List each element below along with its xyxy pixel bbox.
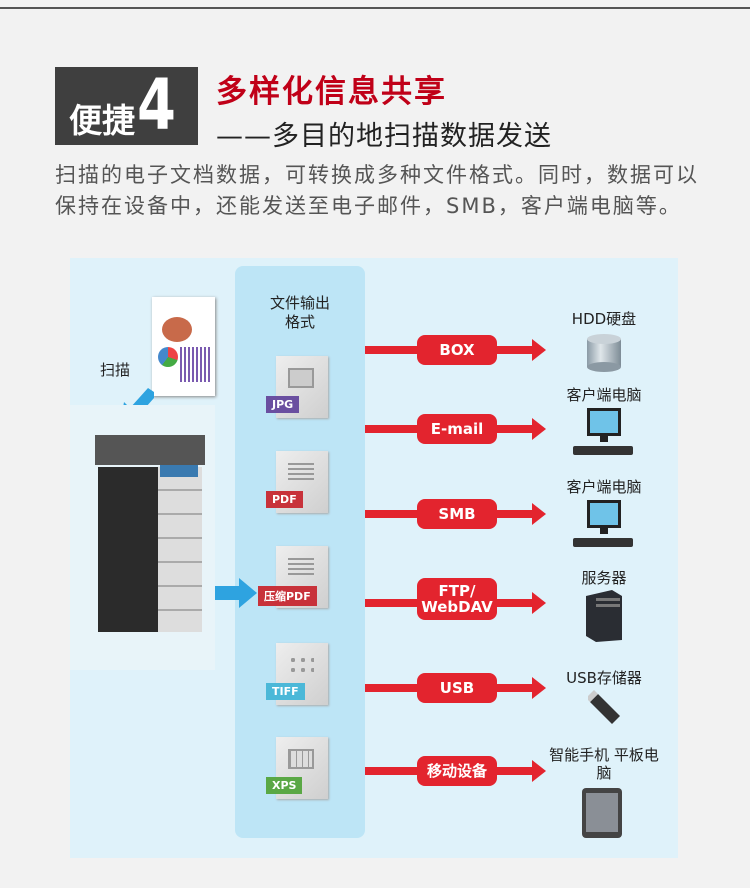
route-label: E-mail	[417, 414, 497, 444]
scanned-document-image	[152, 297, 215, 396]
format-tag: 压缩PDF	[258, 586, 317, 606]
format-pdf: PDF	[266, 451, 328, 513]
output-arrow-icon	[215, 578, 257, 608]
badge-number: 4	[137, 64, 176, 146]
format-tiff: TIFF	[266, 643, 328, 705]
copier-image	[70, 405, 215, 670]
computer-icon	[573, 408, 633, 455]
format-tag: TIFF	[266, 683, 305, 700]
tablet-icon	[582, 788, 622, 838]
route-ftp: FTP/ WebDAV	[365, 578, 546, 620]
route-mobile: 移动设备	[365, 756, 546, 786]
scan-label: 扫描	[100, 361, 131, 379]
format-tag: XPS	[266, 777, 303, 794]
dest-client-pc-2: 客户端电脑	[566, 478, 642, 496]
computer-icon	[573, 500, 633, 547]
dest-hdd: HDD硬盘	[571, 310, 637, 328]
text-lines-icon	[288, 558, 314, 578]
text-lines-icon	[288, 463, 314, 483]
route-label: SMB	[417, 499, 497, 529]
format-tag: PDF	[266, 491, 303, 508]
dest-server: 服务器	[581, 569, 627, 587]
route-label: FTP/ WebDAV	[417, 578, 497, 620]
route-label: 移动设备	[417, 756, 497, 786]
format-tag: JPG	[266, 396, 300, 413]
grid-icon	[288, 749, 314, 769]
format-compressed-pdf: 压缩PDF	[258, 546, 328, 608]
dest-client-pc-1: 客户端电脑	[566, 386, 642, 404]
route-usb: USB	[365, 673, 546, 703]
description: 扫描的电子文档数据，可转换成多种文件格式。同时，数据可以保持在设备中，还能发送至…	[55, 163, 699, 218]
hdd-icon	[587, 334, 621, 372]
dest-mobile: 智能手机 平板电脑	[549, 746, 659, 782]
route-box: BOX	[365, 335, 546, 365]
top-divider	[0, 7, 750, 9]
feature-badge: 便捷 4	[55, 67, 198, 145]
puzzle-icon	[288, 655, 314, 675]
image-icon	[288, 368, 314, 388]
column-header: 文件输出格式	[269, 294, 330, 331]
server-icon	[586, 590, 622, 642]
format-jpg: JPG	[266, 356, 328, 418]
route-smb: SMB	[365, 499, 546, 529]
format-xps: XPS	[266, 737, 328, 799]
usb-drive-icon	[588, 690, 620, 724]
page-title: 多样化信息共享	[216, 74, 447, 110]
route-label: USB	[417, 673, 497, 703]
route-label: BOX	[417, 335, 497, 365]
badge-text: 便捷	[69, 101, 135, 140]
route-email: E-mail	[365, 414, 546, 444]
page-subtitle: ——多目的地扫描数据发送	[216, 121, 552, 152]
dest-usb: USB存储器	[566, 669, 642, 687]
